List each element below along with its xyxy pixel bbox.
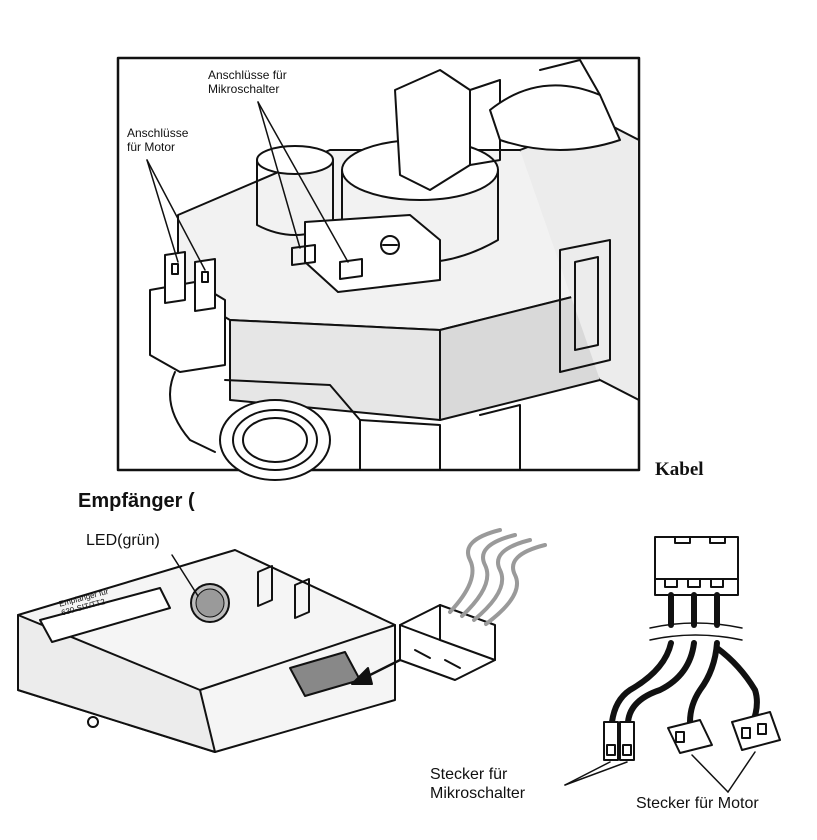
label-led: LED(grün) <box>86 532 160 549</box>
heading-receiver: Empfänger ( <box>78 490 195 512</box>
receiver-illustration <box>17 549 412 753</box>
gas-valve-illustration <box>149 59 640 481</box>
cable-leader-lines <box>564 751 756 793</box>
connector-plug <box>399 528 547 681</box>
label-motor-terminals: Anschlüsse für Motor <box>127 126 189 154</box>
label-plug-microswitch: Stecker für Mikroschalter <box>430 766 526 802</box>
led-leader-line <box>171 554 199 597</box>
cable-illustration <box>603 536 781 761</box>
valve-leader-lines <box>146 101 349 271</box>
heading-cable: Kabel <box>655 459 704 480</box>
label-plug-motor: Stecker für Motor <box>636 795 759 812</box>
label-microswitch-terminals: Anschlüsse für Mikroschalter <box>208 68 287 96</box>
